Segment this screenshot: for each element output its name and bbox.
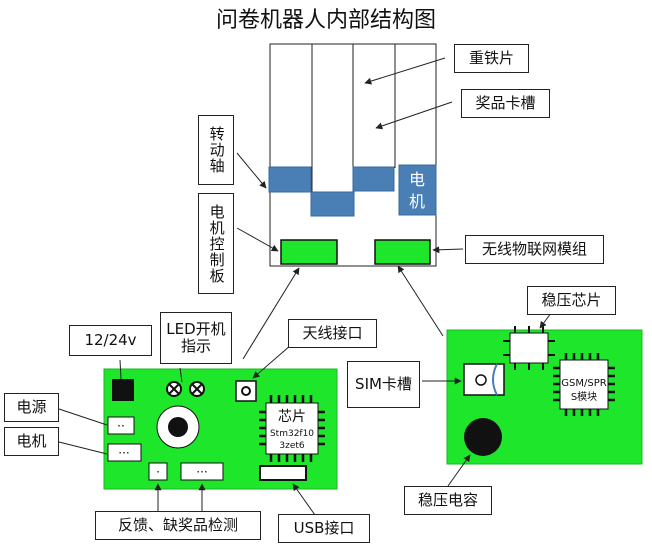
arrow-weight-plate bbox=[364, 57, 446, 85]
label-antenna-port: 天线接口 bbox=[288, 319, 377, 348]
gsm-chip-label-1: GSM/SPR bbox=[561, 378, 606, 389]
label-voltage-regulator-chip: 稳压芯片 bbox=[527, 286, 616, 315]
sim-slot bbox=[463, 363, 505, 396]
arrow-rotating-shaft bbox=[236, 152, 267, 189]
mcu-chip-model-suffix: 3zet6 bbox=[279, 441, 305, 451]
feedback-connector-1 bbox=[148, 462, 168, 481]
power-jack bbox=[112, 379, 134, 401]
line-power-jack bbox=[119, 359, 122, 380]
label-rotating-shaft: 转动轴 bbox=[198, 115, 234, 185]
mcu-chip: 芯片 Stm32f10 3zet6 bbox=[259, 395, 325, 462]
label-led-indicator: LED开机指示 bbox=[160, 312, 232, 364]
led-indicator-1 bbox=[166, 381, 182, 397]
label-feedback-detection: 反馈、缺奖品检测 bbox=[95, 511, 261, 540]
arrow-board-to-wireless bbox=[397, 265, 444, 337]
motor-control-board-module bbox=[280, 239, 338, 265]
wireless-module-block bbox=[374, 239, 431, 265]
arrow-prize-slot bbox=[375, 101, 453, 130]
dispenser-housing bbox=[268, 43, 437, 267]
feedback-connector-2-pins: ··· bbox=[196, 465, 207, 479]
label-regulator-capacitor: 稳压电容 bbox=[404, 486, 492, 515]
arrow-regulator-capacitor bbox=[447, 454, 471, 487]
gsm-module-chip: GSM/SPR S模块 bbox=[553, 353, 615, 416]
label-weight-plate: 重铁片 bbox=[454, 44, 529, 73]
wireless-board: GSM/SPR S模块 bbox=[446, 326, 643, 465]
line-led-indicator bbox=[179, 367, 183, 383]
label-sim-slot: SIM卡槽 bbox=[347, 361, 420, 408]
motor-connector-pins: ··· bbox=[118, 446, 129, 460]
main-board-capacitor bbox=[156, 405, 200, 449]
label-motor: 电机 bbox=[4, 427, 59, 456]
arrow-board-to-controller bbox=[242, 267, 300, 360]
voltage-regulator-chip bbox=[509, 332, 549, 364]
arrow-usb-port bbox=[292, 483, 316, 516]
arrow-antenna-port bbox=[252, 344, 292, 379]
motor-connector bbox=[107, 443, 142, 462]
callout-lines bbox=[58, 57, 552, 516]
motor-block-text-2: 机 bbox=[409, 192, 425, 211]
usb-connector bbox=[259, 465, 307, 481]
label-wireless-module: 无线物联网模组 bbox=[465, 235, 604, 264]
gsm-chip-label-2: S模块 bbox=[571, 391, 597, 403]
label-prize-slot: 奖品卡槽 bbox=[461, 89, 550, 118]
shaft-block-2 bbox=[310, 191, 355, 217]
mcu-chip-model: Stm32f10 bbox=[270, 429, 314, 439]
shaft-block-3 bbox=[352, 166, 395, 192]
motor-block-text-1: 电 bbox=[409, 170, 425, 189]
regulator-capacitor-part bbox=[464, 418, 502, 456]
shaft-block-1 bbox=[268, 166, 312, 193]
mcu-chip-label: 芯片 bbox=[278, 409, 306, 425]
arrow-wireless-module bbox=[432, 246, 464, 254]
led-indicator-2 bbox=[189, 381, 205, 397]
arrow-motor-control-board bbox=[236, 227, 279, 252]
feedback-connector-2 bbox=[180, 462, 224, 481]
feedback-connector-1-pins: · bbox=[156, 465, 160, 479]
label-power-12-24v: 12/24v bbox=[69, 325, 152, 356]
power-connector bbox=[107, 416, 135, 435]
label-power-source: 电源 bbox=[4, 393, 59, 422]
line-power-source bbox=[58, 408, 108, 426]
diagram-title: 问卷机器人内部结构图 bbox=[215, 8, 436, 33]
antenna-connector bbox=[235, 380, 257, 402]
arrow-regulator-chip bbox=[539, 312, 552, 329]
main-control-board: ·· ··· · ··· 芯片 S bbox=[103, 368, 338, 490]
label-motor-control-board: 电机控制板 bbox=[198, 193, 234, 294]
motor-block bbox=[398, 164, 437, 216]
line-motor bbox=[58, 441, 108, 455]
label-usb-port: USB接口 bbox=[278, 514, 370, 543]
power-connector-pins: ·· bbox=[117, 419, 125, 433]
